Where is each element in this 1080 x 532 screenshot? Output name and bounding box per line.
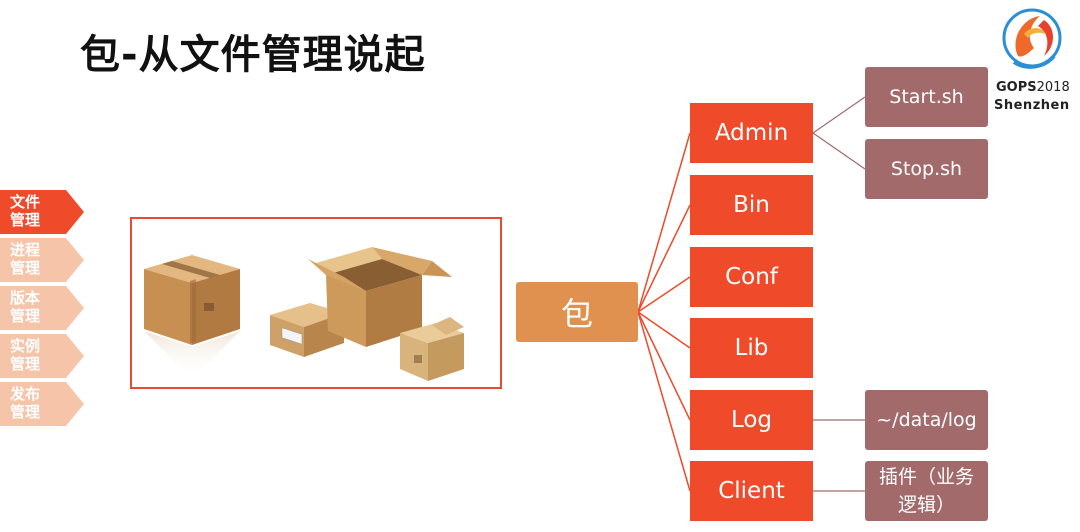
nav-item-file-management[interactable]: 文件 管理 (0, 190, 84, 234)
logo-brand: GOPS2018 (996, 80, 1070, 95)
node-label: Bin (733, 192, 770, 218)
node-lib: Lib (690, 318, 813, 378)
node-label: Client (718, 478, 785, 504)
node-admin: Admin (690, 103, 813, 163)
nav-item-label: 进程 管理 (10, 241, 41, 277)
leaf-log-path: ~/data/log (865, 390, 988, 450)
slide-title: 包-从文件管理说起 (80, 32, 426, 78)
nav-item-version-management[interactable]: 版本 管理 (0, 286, 84, 330)
nav-item-process-management[interactable]: 进程 管理 (0, 238, 84, 282)
node-log: Log (690, 390, 813, 450)
section-nav: 文件 管理 进程 管理 版本 管理 实例 管理 发布 管理 (0, 190, 84, 430)
leaf-label: Stop.sh (890, 158, 963, 180)
leaf-label: 插件（业务 逻辑） (878, 466, 974, 516)
node-label: Conf (725, 264, 778, 290)
package-root-node: 包 (516, 282, 638, 342)
leaf-plugin-business-logic: 插件（业务 逻辑） (865, 461, 988, 521)
closed-box-icon (144, 255, 240, 379)
root-label: 包 (560, 295, 593, 333)
logo-year: 2018 (1036, 80, 1070, 95)
node-client: Client (690, 461, 813, 521)
node-bin: Bin (690, 175, 813, 235)
leaf-label: ~/data/log (876, 409, 977, 431)
packages-illustration-frame (130, 217, 502, 389)
node-conf: Conf (690, 247, 813, 307)
node-label: Log (730, 407, 773, 433)
logo-city: Shenzhen (994, 98, 1070, 113)
small-box-icon (400, 317, 464, 381)
nav-item-release-management[interactable]: 发布 管理 (0, 382, 84, 426)
leaf-start-sh: Start.sh (865, 67, 988, 127)
open-box-icon (308, 247, 452, 347)
gops-logo-icon (1002, 8, 1062, 69)
logo-brand-name: GOPS (996, 80, 1037, 95)
cardboard-boxes-image (144, 247, 464, 381)
node-label: Admin (714, 120, 789, 146)
nav-item-label: 版本 管理 (10, 289, 41, 325)
node-label: Lib (734, 335, 769, 361)
gops-logo: GOPS2018 Shenzhen (990, 4, 1076, 114)
nav-item-label: 发布 管理 (10, 385, 41, 421)
nav-item-label: 实例 管理 (10, 337, 41, 373)
leaf-label: Start.sh (889, 86, 964, 108)
nav-item-instance-management[interactable]: 实例 管理 (0, 334, 84, 378)
leaf-stop-sh: Stop.sh (865, 139, 988, 199)
nav-item-label: 文件 管理 (10, 193, 41, 229)
